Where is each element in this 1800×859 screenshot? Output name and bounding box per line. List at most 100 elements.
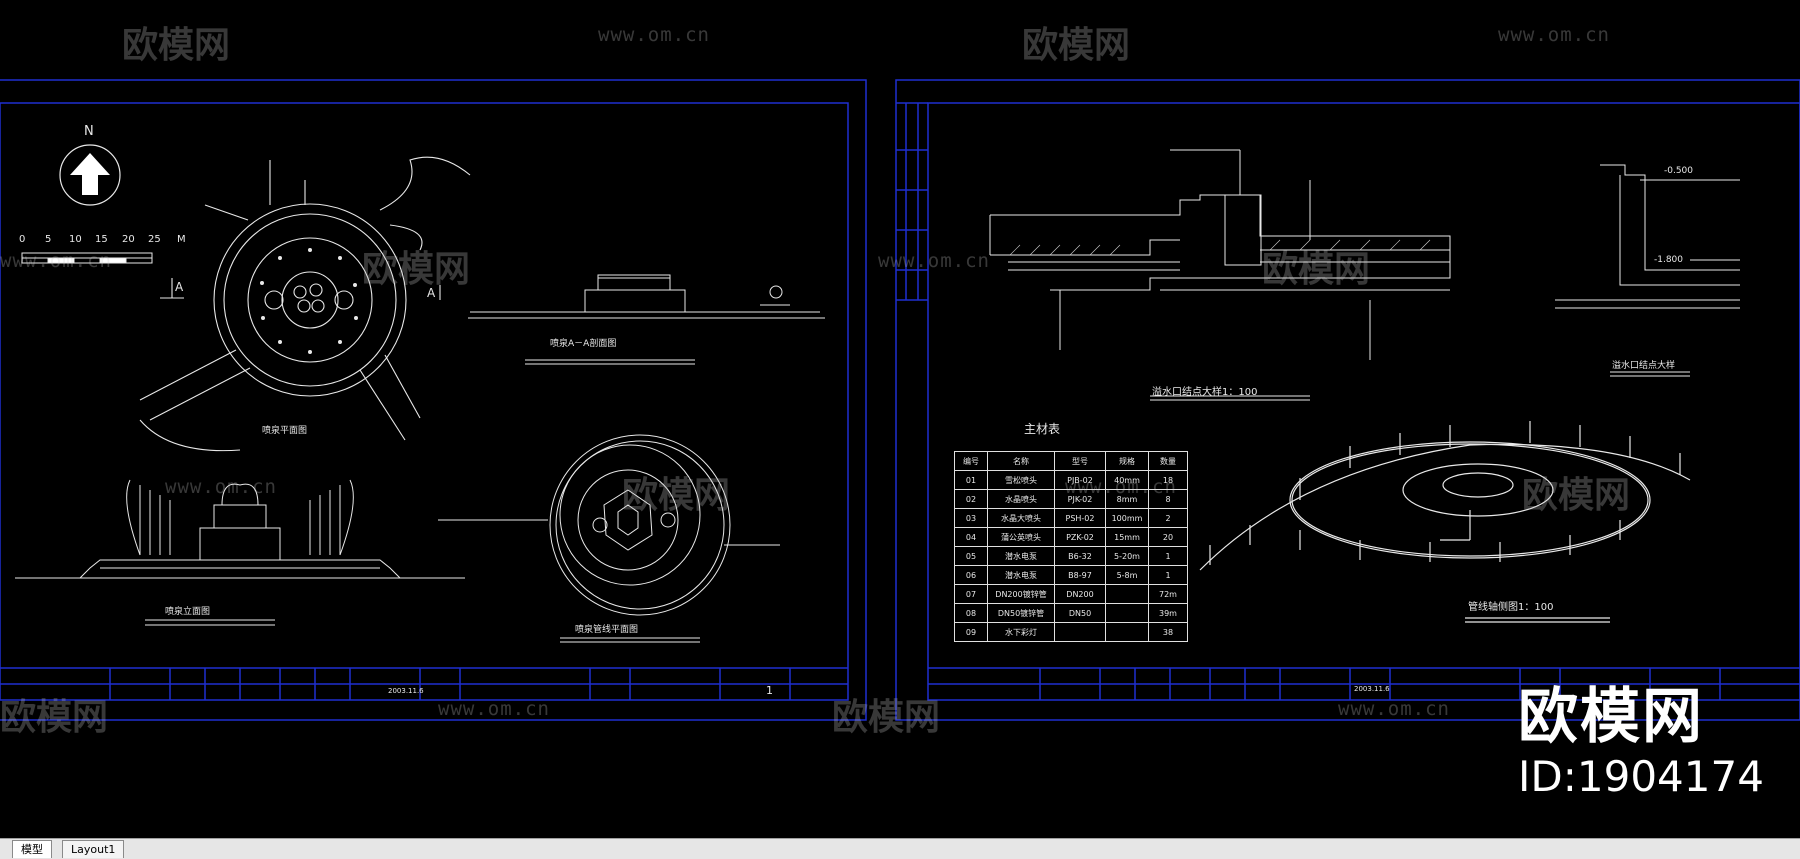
table-cell: 1 xyxy=(1148,565,1188,585)
table-cell: 潜水电泵 xyxy=(987,565,1055,585)
table-cell: 18 xyxy=(1148,470,1188,490)
watermark-url: www.om.cn xyxy=(1338,698,1450,720)
drawing-canvas[interactable] xyxy=(0,0,1800,838)
table-cell xyxy=(1105,603,1149,623)
table-cell: 水下彩灯 xyxy=(987,622,1055,642)
watermark-brand: 欧模网 xyxy=(362,249,471,290)
watermark-brand: 欧模网 xyxy=(122,25,231,66)
pipe-plan-title: 喷泉管线平面图 xyxy=(575,625,639,635)
table-cell: DN200镀锌管 xyxy=(987,584,1055,604)
table-cell xyxy=(1105,622,1149,642)
table-cell: 08 xyxy=(954,603,988,623)
table-cell: 03 xyxy=(954,508,988,528)
table-cell: 1 xyxy=(1148,546,1188,566)
fountain-plan-dots xyxy=(260,248,358,354)
section-title: 喷泉A－A剖面图 xyxy=(550,339,617,349)
table-cell: 5-8m xyxy=(1105,565,1149,585)
elevation-drawing xyxy=(15,479,465,626)
table-cell: PSH-02 xyxy=(1054,508,1106,528)
brand-overlay-name: 欧模网 xyxy=(1518,682,1704,752)
table-cell: 15mm xyxy=(1105,527,1149,547)
table-header-cell: 型号 xyxy=(1054,451,1106,471)
watermark-brand: 欧模网 xyxy=(0,697,109,738)
section-aa-drawing xyxy=(468,274,825,365)
detail-title: 溢水口结点大样1：100 xyxy=(1152,387,1258,398)
watermark-brand: 欧模网 xyxy=(622,475,731,516)
tab-model[interactable]: 模型 xyxy=(12,840,52,858)
brand-overlay-id: ID:1904174 xyxy=(1518,752,1764,801)
watermark-brand: 欧模网 xyxy=(1522,475,1631,516)
overflow-detail-drawing xyxy=(989,149,1451,401)
table-cell: 雪松喷头 xyxy=(987,470,1055,490)
table-cell: 72m xyxy=(1148,584,1188,604)
watermark-url: www.om.cn xyxy=(165,476,277,498)
scale-tick: 20 xyxy=(122,234,135,245)
north-arrow-icon xyxy=(59,144,121,206)
watermark-brand: 欧模网 xyxy=(1022,25,1131,66)
isometric-title: 管线轴侧图1：100 xyxy=(1468,602,1554,613)
table-cell xyxy=(1054,622,1106,642)
table-cell: B6-32 xyxy=(1054,546,1106,566)
table-cell: 06 xyxy=(954,565,988,585)
scale-tick: 25 xyxy=(148,234,161,245)
overflow-detail2-drawing xyxy=(1555,164,1740,377)
watermark-url: www.om.cn xyxy=(438,698,550,720)
table-cell: 05 xyxy=(954,546,988,566)
page-number: 1 xyxy=(766,684,773,697)
table-cell: DN50 xyxy=(1054,603,1106,623)
north-label: N xyxy=(84,124,94,139)
plan-title: 喷泉平面图 xyxy=(262,426,308,436)
tab-layout1[interactable]: Layout1 xyxy=(62,840,125,858)
table-cell: 水晶大喷头 xyxy=(987,508,1055,528)
table-cell: B8-97 xyxy=(1054,565,1106,585)
pipe-plan-drawing xyxy=(438,434,780,643)
table-cell xyxy=(1105,584,1149,604)
scale-tick: 0 xyxy=(19,234,26,245)
pipe-isometric-drawing xyxy=(1199,421,1691,623)
table-cell: 2 xyxy=(1148,508,1188,528)
table-cell: 5-20m xyxy=(1105,546,1149,566)
title-block-date: 2003.11.6 xyxy=(1354,685,1390,693)
table-header-cell: 名称 xyxy=(987,451,1055,471)
table-header-cell: 规格 xyxy=(1105,451,1149,471)
table-cell: 水晶喷头 xyxy=(987,489,1055,509)
watermark-url: www.om.cn xyxy=(0,250,112,272)
table-cell: 01 xyxy=(954,470,988,490)
table-cell: 09 xyxy=(954,622,988,642)
watermark-brand: 欧模网 xyxy=(1262,249,1371,290)
table-cell: 39m xyxy=(1148,603,1188,623)
table-cell: 38 xyxy=(1148,622,1188,642)
watermark-url: www.om.cn xyxy=(598,24,710,46)
table-cell: PZK-02 xyxy=(1054,527,1106,547)
elevation-title: 喷泉立面图 xyxy=(165,607,211,617)
table-cell: 潜水电泵 xyxy=(987,546,1055,566)
sheet1-frame xyxy=(0,79,867,721)
table-cell: 02 xyxy=(954,489,988,509)
table-cell: PJK-02 xyxy=(1054,489,1106,509)
elevation-mark: -0.500 xyxy=(1664,166,1694,176)
section-marker: A xyxy=(175,280,184,294)
scale-tick: M xyxy=(177,234,186,245)
table-cell: PJB-02 xyxy=(1054,470,1106,490)
scale-bar xyxy=(21,252,153,264)
table-cell: 04 xyxy=(954,527,988,547)
detail2-title: 溢水口结点大样 xyxy=(1612,361,1676,371)
watermark-brand: 欧模网 xyxy=(832,697,941,738)
table-cell: 8 xyxy=(1148,489,1188,509)
sheet2-frame xyxy=(895,79,1800,721)
table-cell: DN50镀锌管 xyxy=(987,603,1055,623)
watermark-url: www.om.cn xyxy=(1498,24,1610,46)
table-header-cell: 编号 xyxy=(954,451,988,471)
section-marker: A xyxy=(427,286,436,300)
